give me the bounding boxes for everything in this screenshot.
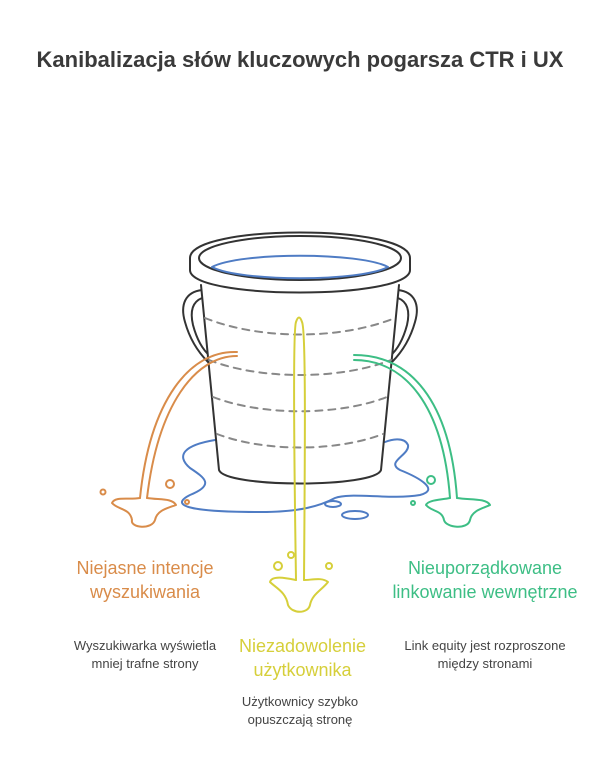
- page-title: Kanibalizacja słów kluczowych pogarsza C…: [36, 47, 564, 72]
- puddle-drop: [324, 500, 342, 508]
- bucket-body: [200, 284, 400, 485]
- item-label-search-intent: Niejasne intencje wyszukiwania: [76, 558, 214, 602]
- water-surface: [211, 254, 389, 280]
- orange-stream: [99, 350, 238, 528]
- yellow-stream: [269, 316, 333, 613]
- item-desc-user-dissatisfaction: Użytkownicy szybko opuszczają stronę: [241, 694, 359, 727]
- left-handle: [182, 289, 211, 363]
- puddle: [180, 438, 430, 513]
- item-desc-internal-linking: Link equity jest rozproszone między stro…: [404, 638, 566, 671]
- bucket-opening: [198, 235, 402, 281]
- item-desc-search-intent: Wyszukiwarka wyświetla mniej trafne stro…: [73, 638, 217, 671]
- item-label-user-dissatisfaction: Niezadowolenie użytkownika: [238, 636, 367, 680]
- green-stream: [353, 354, 491, 528]
- puddle-drop: [341, 510, 369, 520]
- right-handle: [389, 289, 418, 363]
- item-label-internal-linking: Nieuporządkowane linkowanie wewnętrzne: [392, 558, 578, 602]
